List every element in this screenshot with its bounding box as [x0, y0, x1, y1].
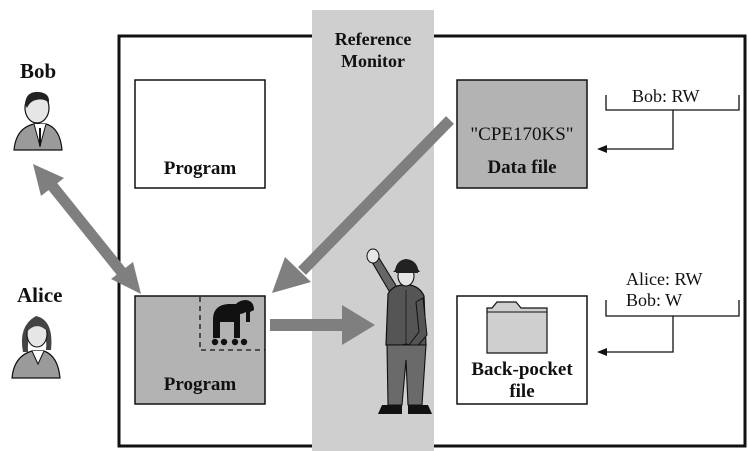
acl-back-pocket-entry-2: Bob: W — [626, 290, 682, 310]
guard-icon — [366, 248, 432, 414]
folder-icon — [486, 301, 548, 354]
data-to-program-arrow — [272, 116, 454, 293]
acl-data-file-entry: Bob: RW — [632, 86, 700, 106]
program-bottom-label: Program — [164, 374, 237, 395]
bob-person-icon — [13, 91, 63, 151]
reference-monitor-line1: Reference — [335, 29, 412, 49]
alice-label: Alice — [17, 283, 62, 307]
program-to-guard-arrow — [270, 305, 375, 345]
acl-data-file-arrowhead — [597, 145, 607, 153]
acl-back-pocket-entry-1: Alice: RW — [626, 269, 702, 289]
acl-data-file-bracket — [600, 95, 740, 150]
program-top-label: Program — [164, 158, 237, 179]
acl-back-pocket-arrowhead — [597, 348, 607, 356]
data-file-content: "CPE170KS" — [470, 124, 573, 145]
data-file-label: Data file — [487, 157, 556, 178]
bob-label: Bob — [20, 59, 56, 83]
bob-program-arrow — [33, 164, 141, 294]
program-top-box — [134, 79, 266, 189]
reference-monitor-line2: Monitor — [341, 51, 405, 71]
acl-back-pocket-bracket — [600, 300, 740, 353]
trojan-horse-icon — [211, 300, 254, 346]
data-file-box — [456, 79, 588, 189]
alice-person-icon — [11, 316, 61, 379]
back-pocket-label-line1: Back-pocket — [471, 359, 573, 380]
program-bottom-box — [134, 295, 266, 405]
back-pocket-label-line2: file — [509, 381, 534, 402]
